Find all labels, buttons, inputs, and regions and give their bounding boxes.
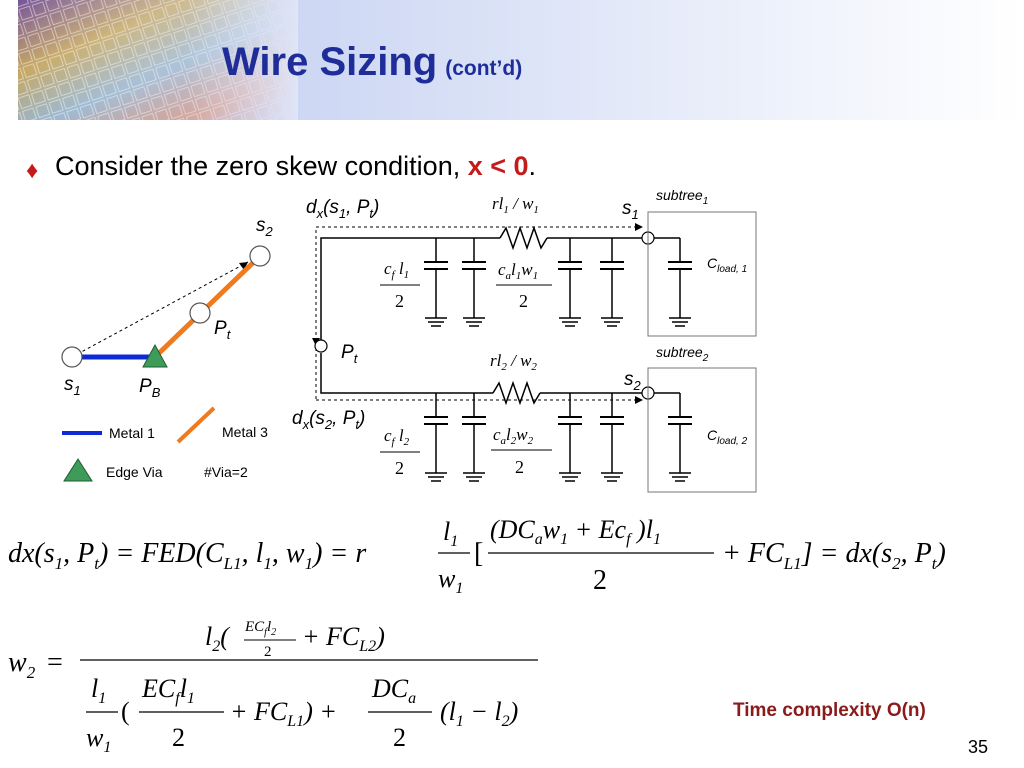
- cap3-denominator: 2: [395, 458, 404, 478]
- dx2-arrowhead: [635, 396, 643, 404]
- metal3-legend-swatch: [176, 406, 216, 444]
- via-legend-icon: [63, 458, 93, 482]
- r1-label: rl1 / w1: [492, 194, 539, 216]
- sink-s2-node: [249, 245, 271, 267]
- dx2-label: dx(s2, Pt): [292, 408, 365, 432]
- eq1-lhs: dx(s1, Pt) = FED(CL1, l1, w1) = r: [8, 538, 366, 573]
- top-capacitor-3: [558, 238, 582, 327]
- bullet-text: Consider the zero skew condition, x < 0.: [55, 151, 536, 182]
- eq1-bracket-open: [: [474, 538, 483, 569]
- eq2-den-frac2-denominator: 2: [393, 723, 406, 752]
- eq1-l-numerator: l1: [443, 517, 458, 550]
- title-main: Wire Sizing: [222, 40, 438, 84]
- dashed-connection: [71, 261, 249, 358]
- eq2-lhs: w2=: [8, 647, 64, 682]
- eq1-main-numerator: (DCaw1 + Ecf )l1: [490, 515, 661, 548]
- eq2-den-l: l1: [91, 674, 106, 707]
- pt-circuit-label: Pt: [341, 342, 359, 366]
- top-resistor: [499, 225, 548, 251]
- eq2-numerator-small-numerator: ECfl2: [244, 619, 276, 638]
- top-wire-left: [320, 237, 500, 345]
- bottom-capacitor-2: [462, 393, 486, 482]
- bullet-condition: x < 0: [467, 151, 529, 181]
- cap3-numerator: cf l2: [384, 426, 410, 448]
- equation-2: w2= l2( ECfl2 2 + FCL2) l1 w1 ( ECfl1 2 …: [8, 619, 538, 756]
- equation-1: dx(s1, Pt) = FED(CL1, l1, w1) = r l1 w1 …: [8, 515, 946, 597]
- pt-node: [314, 339, 328, 353]
- subtree2-box: [647, 367, 757, 493]
- rc-circuit-diagram: dx(s1, Pt) rl1 / w1 s1 subtree1 Cload, 1…: [292, 187, 757, 493]
- bottom-capacitor-3: [558, 393, 582, 482]
- cap1-numerator: cf l1: [384, 259, 409, 281]
- tapping-point-node: [189, 302, 211, 324]
- s2-circuit-label: s2: [624, 369, 642, 393]
- dashed-arrowhead: [239, 262, 248, 270]
- eq1-main-denominator: 2: [593, 565, 607, 596]
- bottom-resistor: [492, 380, 541, 406]
- cap2-numerator: cal1w1: [498, 260, 538, 282]
- cap1-denominator: 2: [395, 291, 404, 311]
- cload2-label: Cload, 2: [707, 427, 748, 447]
- eq2-den-frac2-numerator: DCa: [371, 674, 416, 707]
- dx1-label: dx(s1, Pt): [306, 197, 379, 221]
- cload2-capacitor: [668, 393, 692, 482]
- eq2-numerator-small-denominator: 2: [264, 644, 272, 660]
- cap4-denominator: 2: [515, 457, 524, 477]
- top-capacitor-2: [462, 238, 486, 327]
- subtree1-box: [647, 211, 757, 337]
- subtree1-label: subtree1: [656, 187, 708, 207]
- s2-label: s2: [256, 215, 274, 239]
- s1-label: s1: [64, 374, 81, 398]
- page-number: 35: [968, 737, 989, 757]
- eq2-den-last: (l1 − l2): [440, 697, 518, 730]
- bullet-end: .: [528, 151, 537, 181]
- r2-label: rl2 / w2: [490, 351, 537, 373]
- eq1-w-denominator: w1: [438, 564, 463, 597]
- pt-label: Pt: [214, 318, 232, 342]
- pb-label: PB: [139, 376, 161, 400]
- eq2-den-paren: (: [121, 697, 130, 726]
- bullet-lead: Consider the zero skew condition,: [55, 151, 468, 181]
- title-sub: (cont’d): [445, 57, 523, 80]
- edge-via-icon: [142, 343, 168, 368]
- metal3-legend-label: Metal 3: [222, 424, 268, 440]
- via-count-label: #Via=2: [204, 464, 248, 480]
- eq2-den-frac-denominator: 2: [172, 723, 185, 752]
- eq2-den-tail: + FCL1) +: [230, 697, 337, 730]
- routing-diagram: s2 Pt s1 PB Metal 1 Metal 3 Edge Via #Vi…: [61, 215, 274, 482]
- eq2-den-w: w1: [86, 723, 111, 756]
- cap4-numerator: cal2w2: [493, 425, 534, 447]
- capacitor-group: [424, 238, 692, 482]
- slide-title: Wire Sizing (cont’d): [222, 40, 522, 85]
- eq1-tail: + FCL1] = dx(s2, Pt): [722, 538, 946, 573]
- s1-circuit-label: s1: [622, 198, 639, 222]
- header-banner: [0, 0, 1024, 122]
- top-capacitor-4: [600, 238, 624, 327]
- time-complexity-note: Time complexity O(n): [733, 700, 926, 721]
- cload1-capacitor: [668, 238, 692, 327]
- bottom-capacitor-4: [600, 393, 624, 482]
- dx1-arrowhead: [635, 223, 643, 231]
- top-capacitor-1: [424, 238, 448, 327]
- metal1-legend-label: Metal 1: [109, 425, 155, 441]
- eq2-den-frac-numerator: ECfl1: [141, 674, 195, 707]
- bottom-capacitor-1: [424, 393, 448, 482]
- sink-s1-node: [61, 346, 83, 368]
- via-legend-label: Edge Via: [106, 464, 163, 480]
- diamond-bullet-icon: ♦: [26, 157, 39, 184]
- subtree2-label: subtree2: [656, 344, 709, 364]
- cload1-label: Cload, 1: [707, 255, 747, 275]
- eq2-numerator-l: l2(: [205, 622, 230, 655]
- cap2-denominator: 2: [519, 291, 528, 311]
- eq2-numerator-tail: + FCL2): [302, 622, 385, 655]
